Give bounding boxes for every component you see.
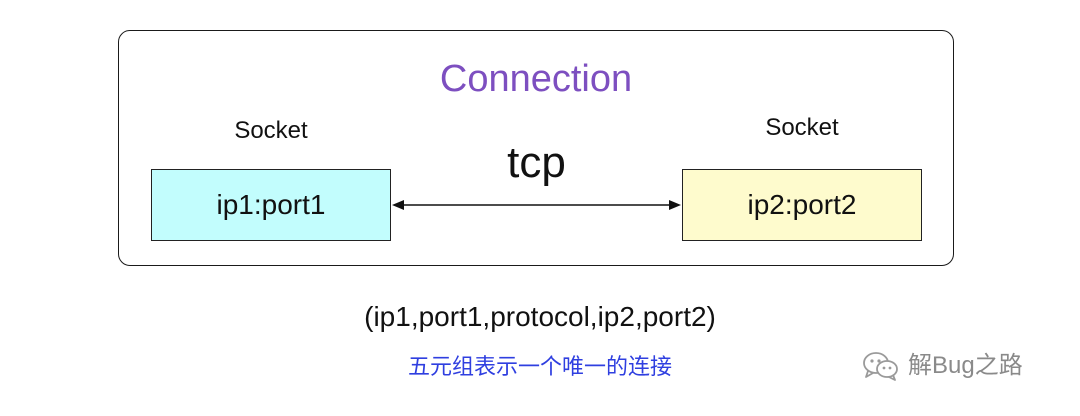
left-endpoint-text: ip1:port1 — [216, 189, 326, 220]
right-socket-box: ip2:port2 — [682, 169, 922, 241]
watermark: 解Bug之路 — [862, 346, 1023, 386]
caption-text: 五元组表示一个唯一的连接 — [407, 354, 672, 379]
bidirectional-arrow — [392, 200, 681, 210]
wechat-icon — [863, 352, 898, 381]
left-socket-box: ip1:port1 — [151, 169, 391, 241]
diagram-title: Connection — [439, 58, 633, 100]
right-socket-label: Socket — [765, 114, 839, 141]
right-endpoint-text: ip2:port2 — [747, 189, 857, 220]
watermark-text: 解Bug之路 — [908, 352, 1023, 379]
five-tuple-text: (ip1,port1,protocol,ip2,port2) — [364, 301, 716, 332]
connection-frame — [118, 30, 954, 266]
protocol-label: tcp — [507, 138, 566, 187]
left-socket-label: Socket — [234, 117, 308, 144]
